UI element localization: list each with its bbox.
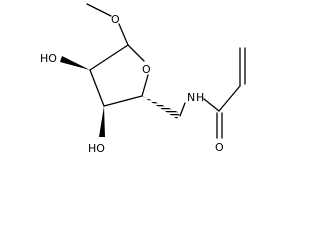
bond-n-carbonylc xyxy=(203,98,220,112)
bond-c1-ringo xyxy=(127,44,145,62)
bond-ringo-c4 xyxy=(141,74,149,97)
bond-o-c1 xyxy=(118,23,129,46)
carbonyl-oxygen-label: O xyxy=(215,141,224,154)
wedge-bond-c3-oh xyxy=(99,106,105,137)
amide-hydrogen-label: H xyxy=(196,91,204,104)
hydroxyl-upper-label: HO xyxy=(40,52,57,65)
wedge-bond-c2-oh xyxy=(60,56,90,70)
methoxy-oxygen-label: O xyxy=(111,13,120,26)
bond-c4-c3 xyxy=(103,95,143,107)
chemical-structure: O O HO HO N H O xyxy=(40,3,246,155)
ring-oxygen-label: O xyxy=(142,63,151,76)
amide-nitrogen-label: N xyxy=(187,91,195,104)
bond-c3-c2 xyxy=(89,69,105,107)
bond-c2-c1 xyxy=(89,44,129,71)
hydroxyl-lower-label: HO xyxy=(88,142,105,155)
bond-c-vinyl xyxy=(218,85,241,112)
bond-methyl-o xyxy=(86,3,112,17)
hash-bond-c4-ch2 xyxy=(142,96,180,119)
bond-ch2-n xyxy=(179,102,186,117)
